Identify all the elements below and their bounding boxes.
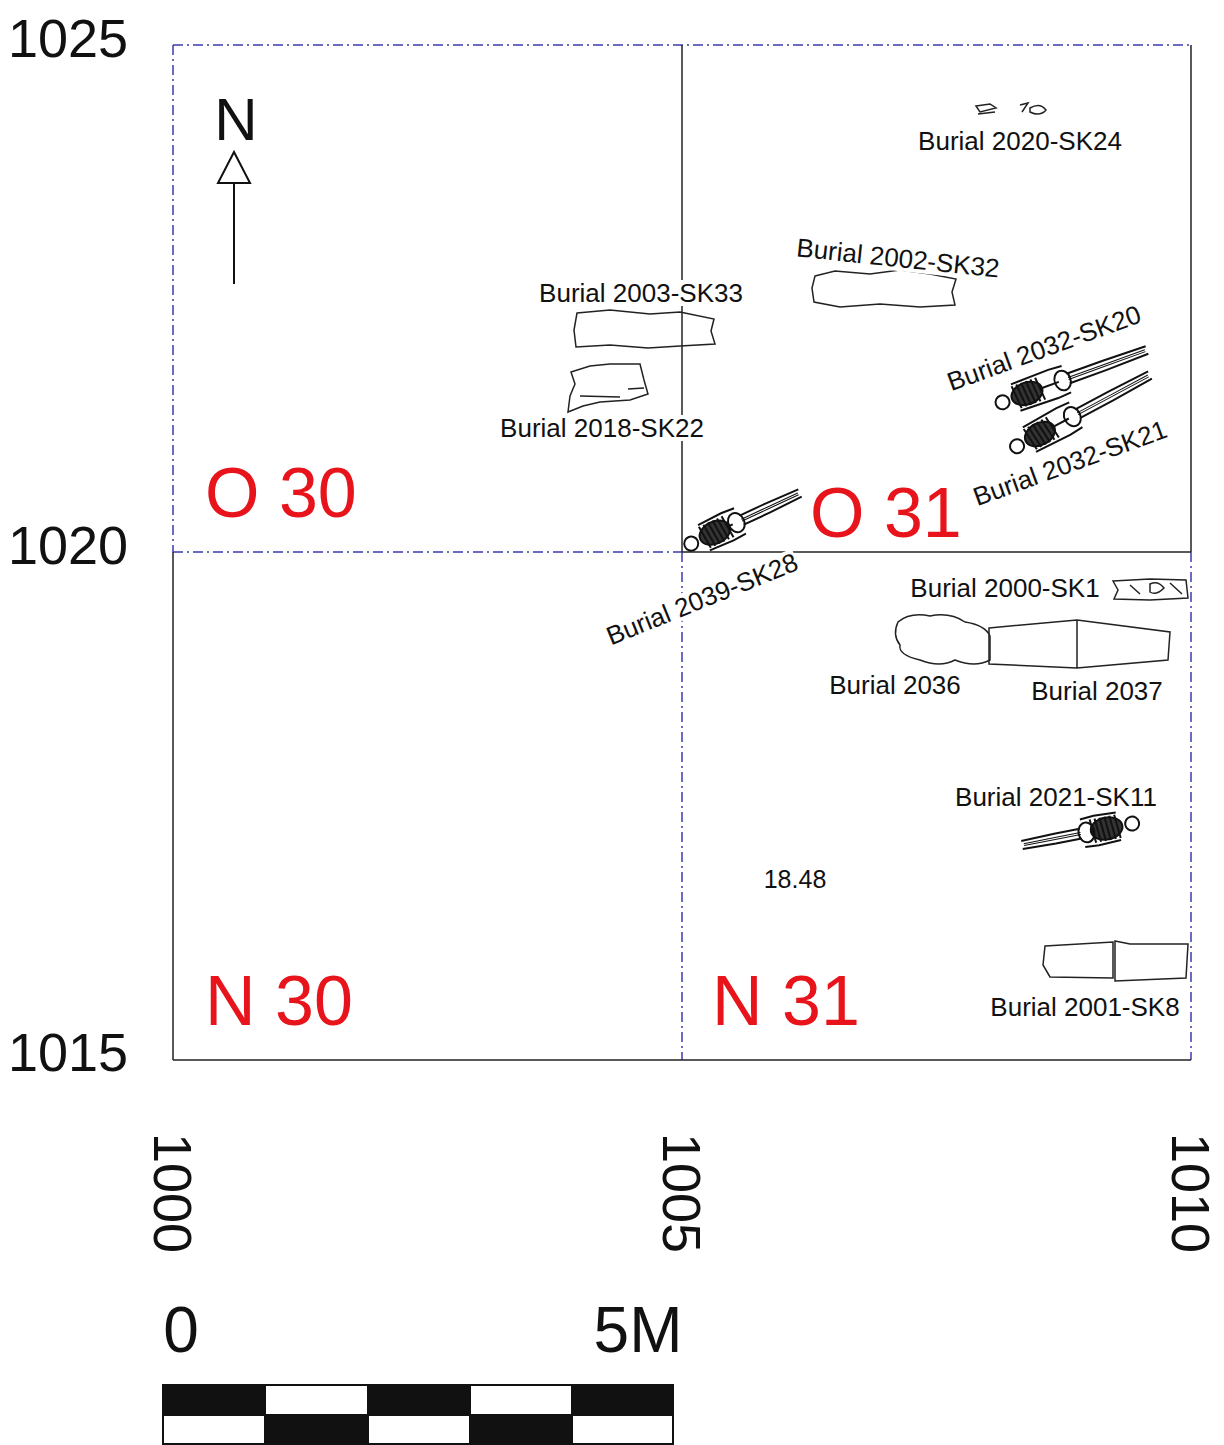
grid-coordinate: 1005 [655,1133,709,1253]
burial-label: Burial 2000-SK1 [910,575,1099,601]
grid-square: O 31 [682,45,1191,552]
skeleton [679,479,807,560]
grid-square-label: N 31 [712,966,860,1036]
burial-label: Burial 2036 [829,672,961,698]
burial-label: Burial 2020-SK24 [918,128,1122,154]
scale-bar [163,1385,673,1444]
grid-square-label: O 30 [205,458,357,528]
skeleton [1019,807,1142,859]
scale-label: 0 [163,1298,199,1362]
grid-square-label: O 31 [810,478,962,548]
north-arrow [218,152,250,284]
skeleton-drawings [679,336,1158,860]
grid-coordinate: 1025 [8,11,128,65]
burial-label: Burial 2032-SK21 [970,416,1170,510]
burial-label: Burial 2032-SK20 [944,301,1144,395]
burial-label: Burial 2002-SK32 [795,234,1000,281]
grid-coordinate: 1010 [1164,1133,1218,1253]
scale-label: 5M [594,1298,683,1362]
grid-square-label: N 30 [205,966,353,1036]
grid-line [173,45,1191,1060]
burial-label: Burial 2001-SK8 [990,994,1179,1020]
north-label: N [214,90,257,150]
grid-coordinate: 1015 [8,1025,128,1079]
burial-label: Burial 2018-SK22 [500,415,704,441]
grid-coordinate: 1000 [146,1133,200,1253]
grid-line [173,45,1191,1060]
elevation-value: 18.48 [764,867,827,892]
burial-label: Burial 2021-SK11 [955,784,1157,810]
burial-label: Burial 2003-SK33 [539,280,743,306]
grid-coordinate: 1020 [8,518,128,572]
burial-outline [568,103,1188,981]
burial-label: Burial 2037 [1031,678,1163,704]
burial-label: Burial 2039-SK28 [603,549,802,649]
